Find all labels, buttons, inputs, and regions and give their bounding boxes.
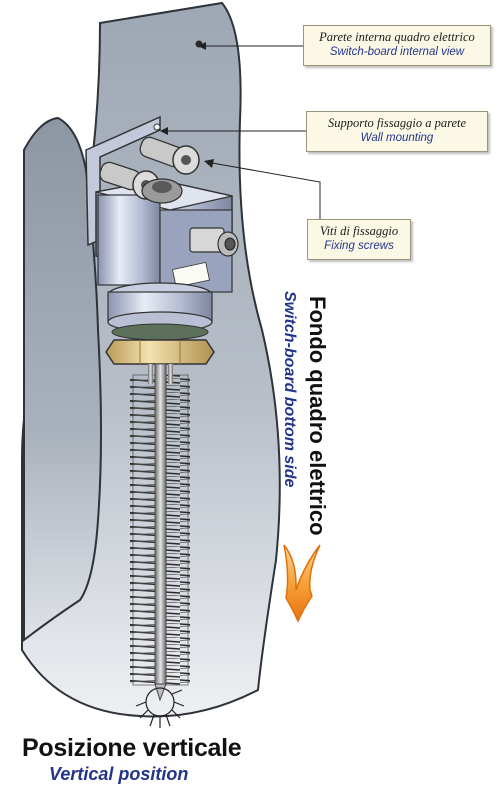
callout-internal-view-it: Parete interna quadro elettrico xyxy=(319,30,475,44)
callout-internal-view: Parete interna quadro elettrico Switch-b… xyxy=(303,25,491,66)
orientation-label-en: Switch-board bottom side xyxy=(281,291,298,488)
callout-fixing-screws: Viti di fissaggio Fixing screws xyxy=(307,219,411,260)
cable-gland xyxy=(189,227,239,257)
element-end-loop xyxy=(135,687,185,728)
label-plate xyxy=(172,261,210,288)
fixing-screws xyxy=(99,136,200,204)
down-arrow xyxy=(283,544,321,623)
callout-fixing-screws-it: Viti di fissaggio xyxy=(319,224,399,238)
finned-heating-element xyxy=(130,363,190,728)
wall-side-flange xyxy=(23,116,102,643)
brass-nut xyxy=(105,339,215,365)
wall-bracket xyxy=(85,115,161,247)
orientation-label-it: Fondo quadro elettrico xyxy=(305,296,330,536)
heater-housing xyxy=(95,179,233,341)
page-title: Posizione verticale xyxy=(22,734,242,762)
page-subtitle: Vertical position xyxy=(49,764,189,784)
callout-wall-mounting-it: Supporto fissaggio a parete xyxy=(327,116,467,130)
callout-wall-mounting: Supporto fissaggio a parete Wall mountin… xyxy=(306,111,488,152)
callout-fixing-screws-en: Fixing screws xyxy=(324,240,394,252)
callout-wall-mounting-en: Wall mounting xyxy=(360,132,434,144)
callout-internal-view-en: Switch-board internal view xyxy=(329,46,465,58)
